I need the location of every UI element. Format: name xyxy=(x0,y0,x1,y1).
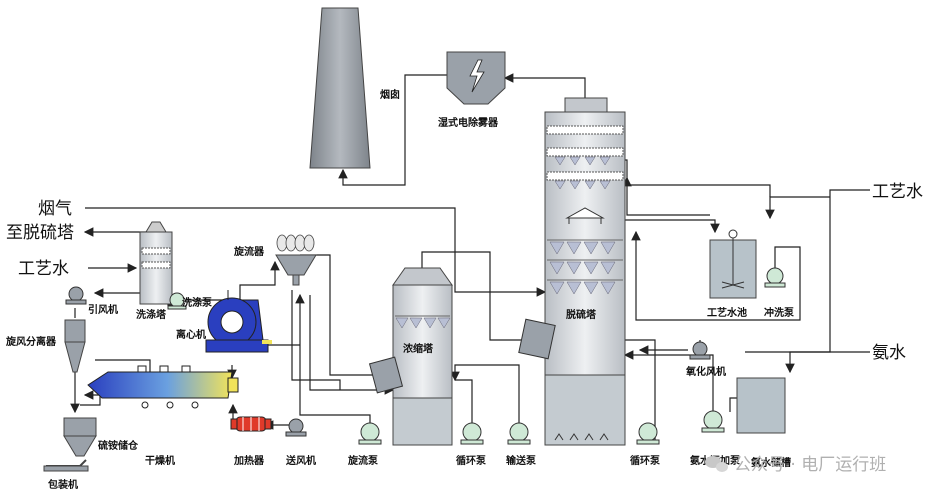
transfer-pump-label: 输送泵 xyxy=(506,454,537,467)
spray-nozzles xyxy=(549,156,616,295)
wash-pump-label: 洗涤泵 xyxy=(182,296,213,309)
chimney-label: 烟囱 xyxy=(380,88,400,101)
heat-exchanger-2 xyxy=(518,318,556,360)
wechat-icon xyxy=(705,456,728,472)
ammonia-tank-label: 氨水储槽 xyxy=(751,456,791,469)
pipes xyxy=(70,73,870,440)
ammonium-sulfate-bin: 硫铵储仓 xyxy=(63,417,139,457)
watermark: 公众号 · 电厂运行班 xyxy=(705,455,886,475)
dryer-label: 干燥机 xyxy=(145,454,175,467)
lightning-icon xyxy=(469,59,485,93)
flue-gas-label: 烟气 xyxy=(38,199,72,219)
packing-machine-label: 包装机 xyxy=(48,478,78,491)
oxidation-fan: 氧化风机 xyxy=(685,341,726,378)
heater-label: 加热器 xyxy=(233,454,265,467)
chimney: 烟囱 xyxy=(309,7,400,169)
ammonia-water-label: 氨水 xyxy=(872,343,906,363)
circulation-pump-1-label: 循环泵 xyxy=(456,454,487,467)
ammonium-sulfate-bin-label: 硫铵储仓 xyxy=(98,439,139,452)
ammonia-tank: 氨水储槽 xyxy=(736,377,791,469)
induced-fan-label: 引风机 xyxy=(88,303,118,316)
wash-tower-label: 洗涤塔 xyxy=(136,308,167,321)
induced-fan: 引风机 xyxy=(65,286,118,316)
centrifuge-label: 离心机 xyxy=(176,328,206,341)
heater: 加热器 xyxy=(230,416,272,467)
hydrocyclone: 旋流器 xyxy=(233,234,317,286)
process-water-tank: 工艺水池 xyxy=(707,229,757,319)
cyclone-pump xyxy=(358,422,382,445)
pumps xyxy=(167,267,786,445)
blower: 送风机 xyxy=(285,418,316,467)
dryer: 干燥机 xyxy=(87,365,239,467)
heat-exchanger-1 xyxy=(368,356,404,394)
blower-label: 送风机 xyxy=(285,454,316,467)
circulation-pump-2 xyxy=(636,422,660,445)
wet-esp: 湿式电除雾器 xyxy=(438,51,506,129)
flush-pump-label: 冲洗泵 xyxy=(764,306,795,319)
concentration-tower-label: 浓缩塔 xyxy=(403,342,434,355)
wash-tower: 洗涤塔 xyxy=(136,221,173,321)
wet-esp-label: 湿式电除雾器 xyxy=(438,116,499,129)
watermark-text: 公众号 · 电厂运行班 xyxy=(734,455,886,475)
desulf-tower-label: 脱硫塔 xyxy=(566,308,597,321)
cyclone-pump-label: 旋流泵 xyxy=(347,454,379,467)
process-water-tank-label: 工艺水池 xyxy=(707,306,747,319)
cyclone-separator: 旋风分离器 xyxy=(5,319,86,373)
cyclone-separator-label: 旋风分离器 xyxy=(5,335,57,348)
ammonia-dosing-pump xyxy=(701,410,725,433)
packing-machine: 包装机 xyxy=(43,459,89,491)
process-water-left-label: 工艺水 xyxy=(18,259,69,279)
concentration-tower: 浓缩塔 xyxy=(392,267,453,446)
transfer-pump xyxy=(507,422,531,445)
centrifuge: 离心机 xyxy=(176,290,272,353)
process-water-right-label: 工艺水 xyxy=(872,182,923,202)
desulf-tower: 脱硫塔 xyxy=(544,97,626,446)
oxidation-fan-label: 氧化风机 xyxy=(685,365,726,378)
hydrocyclone-label: 旋流器 xyxy=(233,245,265,258)
circulation-pump-1 xyxy=(460,422,484,445)
to-desulf-tower-label: 至脱硫塔 xyxy=(6,223,74,243)
wash-pump xyxy=(167,292,187,310)
circulation-pump-2-label: 循环泵 xyxy=(630,454,661,467)
flush-pump xyxy=(764,267,786,288)
